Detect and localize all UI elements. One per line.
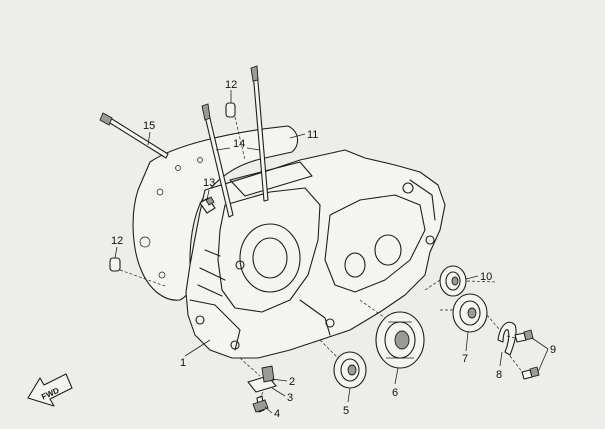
- callout-9: 9: [550, 344, 556, 356]
- assembly-line: [259, 391, 264, 399]
- callout-2: 2: [289, 376, 295, 388]
- gasket-hole: [139, 236, 151, 248]
- callout-12: 12: [111, 235, 123, 247]
- bearing-6: [375, 311, 425, 369]
- bearing-5: [333, 351, 367, 389]
- callout-7: 7: [462, 353, 468, 365]
- gasket-hole: [158, 271, 166, 279]
- gasket: [132, 125, 299, 301]
- bolt-boss: [230, 340, 240, 350]
- callout-5: 5: [343, 405, 349, 417]
- leader-13: [206, 189, 210, 201]
- assembly-line: [506, 335, 524, 374]
- leader-15: [147, 131, 151, 146]
- gearbox-chamber: [324, 194, 426, 293]
- assembly-line: [234, 116, 246, 161]
- callout-4: 4: [274, 408, 280, 420]
- gasket-hole: [197, 157, 203, 163]
- crankcase-half: [185, 149, 446, 359]
- bolt-4: [252, 395, 269, 413]
- leader-2: [271, 378, 288, 382]
- leader-3: [271, 387, 286, 397]
- callout-10: 10: [480, 271, 492, 283]
- crank-chamber: [217, 187, 321, 313]
- case-fins: [197, 249, 226, 297]
- dowel-pin: [109, 257, 121, 272]
- callout-11: 11: [307, 129, 318, 141]
- leader-14: [215, 147, 261, 151]
- bolt-boss: [425, 235, 435, 245]
- assembly-line: [239, 357, 261, 377]
- stud-14: [201, 65, 269, 218]
- callout-8: 8: [496, 369, 502, 381]
- assembly-line: [466, 280, 498, 283]
- callout-12: 12: [225, 79, 237, 91]
- case-rib: [299, 299, 331, 336]
- fwd-arrow-icon: FWD: [27, 373, 73, 407]
- assembly-line: [359, 299, 386, 319]
- gasket-hole: [175, 165, 181, 171]
- leader-10: [465, 275, 479, 280]
- stud-15: [99, 112, 169, 159]
- main-bearing-bore-inner: [252, 237, 288, 279]
- assembly-line: [424, 279, 441, 291]
- bolt-boss: [325, 318, 335, 328]
- screw-9: [514, 329, 540, 380]
- shaft-bore: [344, 252, 366, 278]
- callout-14: 14: [233, 138, 245, 150]
- bracket-2-3: [247, 365, 277, 393]
- gasket-hole: [156, 188, 164, 196]
- case-rib: [189, 299, 241, 351]
- dowel-pin: [225, 102, 236, 118]
- assembly-line: [119, 269, 166, 287]
- bolt-boss: [235, 260, 245, 270]
- bolt-boss: [195, 315, 205, 325]
- case-rib: [409, 179, 436, 221]
- callout-1: 1: [180, 357, 186, 369]
- assembly-line: [319, 339, 339, 359]
- leader-4: [264, 406, 273, 414]
- leader-9: [531, 337, 549, 373]
- callout-6: 6: [392, 387, 398, 399]
- leader-6: [394, 367, 399, 385]
- leader-1: [184, 339, 211, 357]
- leader-5: [347, 387, 351, 403]
- callout-3: 3: [287, 392, 293, 404]
- shaft-bore: [374, 234, 402, 266]
- callout-15: 15: [143, 120, 155, 132]
- assembly-line: [486, 314, 501, 331]
- cylinder-mount-face: [229, 161, 313, 197]
- leader-12b: [114, 246, 118, 259]
- retainer-plate-8: [497, 321, 517, 356]
- bolt-boss: [402, 182, 414, 194]
- fitting-13: [199, 196, 216, 214]
- main-bearing-bore: [239, 223, 301, 293]
- leader-8: [499, 351, 503, 367]
- callout-13: 13: [203, 177, 215, 189]
- leader-7: [465, 331, 469, 352]
- bearing-10: [439, 265, 467, 297]
- bearing-7: [452, 293, 488, 333]
- leader-11: [289, 133, 306, 139]
